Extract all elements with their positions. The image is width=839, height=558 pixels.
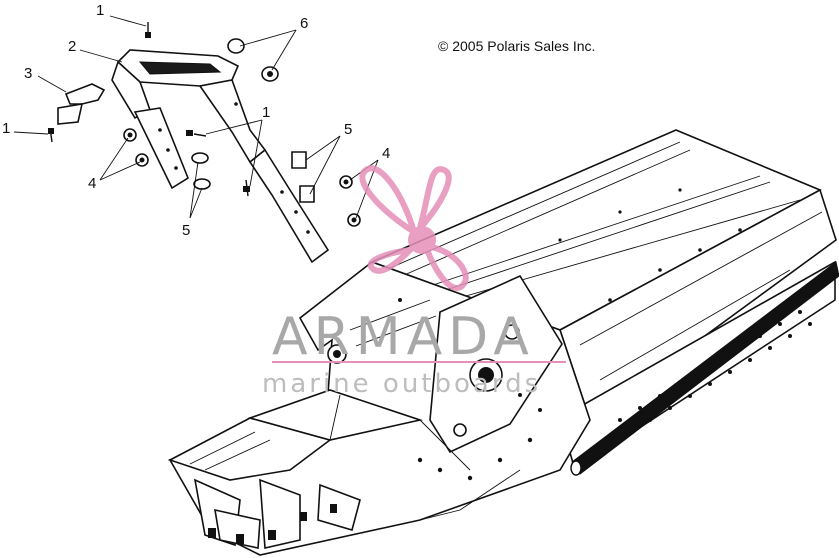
chassis-assembly bbox=[167, 129, 839, 556]
callout-labels: 1 2 3 1 6 1 5 4 4 5 bbox=[2, 2, 390, 239]
callout-5-right: 5 bbox=[344, 121, 352, 138]
watermark-tagline: marine outboards bbox=[262, 369, 541, 399]
watermark-logo bbox=[359, 165, 469, 291]
callout-5-bottom: 5 bbox=[182, 222, 190, 239]
callout-6: 6 bbox=[300, 15, 308, 32]
callout-1-top: 1 bbox=[96, 2, 104, 19]
callout-2: 2 bbox=[68, 38, 76, 55]
callout-4-left: 4 bbox=[88, 175, 96, 192]
copyright-notice: © 2005 Polaris Sales Inc. bbox=[438, 38, 595, 54]
callout-4-right: 4 bbox=[382, 145, 390, 162]
part-3-bracket bbox=[64, 83, 106, 105]
callout-1-mid: 1 bbox=[262, 104, 270, 121]
watermark-brand: ARMADA bbox=[272, 307, 535, 367]
logo-hub bbox=[408, 226, 436, 254]
fasteners bbox=[48, 22, 361, 227]
callout-3: 3 bbox=[24, 65, 32, 82]
steering-support-bracket bbox=[111, 49, 330, 264]
callout-1-left: 1 bbox=[2, 120, 10, 137]
